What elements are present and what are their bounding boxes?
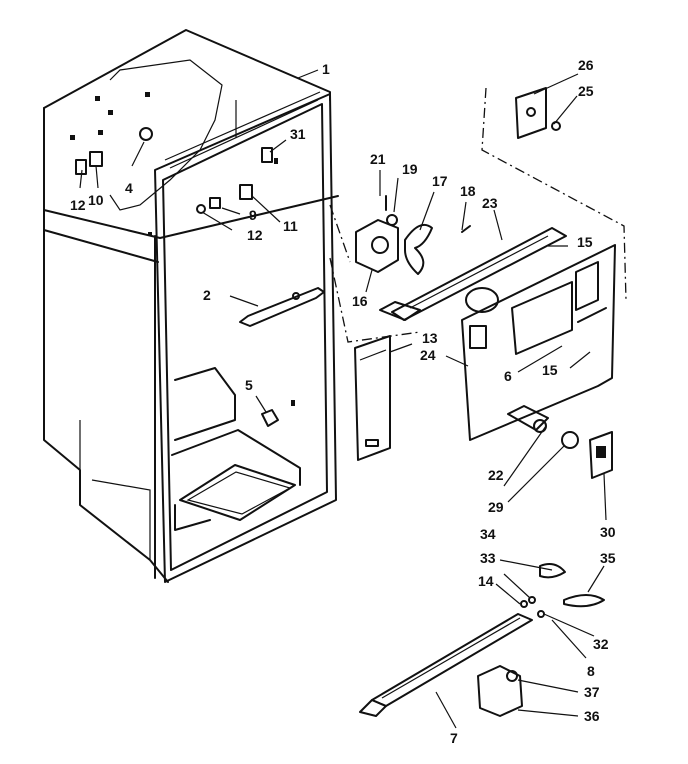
callout-30: 30 [600, 524, 616, 540]
callout-15-lower: 15 [542, 362, 558, 378]
callout-33: 33 [480, 550, 496, 566]
misc-fasteners [507, 405, 613, 618]
callout-11: 11 [283, 218, 298, 234]
callout-15-upper: 15 [577, 234, 593, 250]
callout-31: 31 [290, 126, 306, 142]
callout-24: 24 [420, 347, 436, 363]
callout-13: 13 [422, 330, 438, 346]
evaporator-cover-part-23 [391, 227, 567, 321]
callout-labels: 1 2 4 5 6 7 8 9 10 11 12 12 13 14 15 15 … [70, 57, 616, 746]
callout-10: 10 [88, 192, 104, 208]
callout-29: 29 [488, 499, 504, 515]
callout-12-lower: 12 [247, 227, 263, 243]
leader-lines [79, 69, 607, 729]
drain-trough-part-7 [359, 613, 533, 717]
callout-22: 22 [488, 467, 504, 483]
callout-37: 37 [584, 684, 600, 700]
reference-dashed-lines [329, 87, 627, 343]
callout-21: 21 [370, 151, 386, 167]
light-cover-parts-25-26 [515, 87, 561, 139]
cabinet-liner [43, 29, 339, 583]
back-panel-part-24 [461, 244, 616, 441]
callout-7: 7 [450, 730, 458, 746]
callout-9: 9 [249, 207, 257, 223]
cabinet-hardware [75, 127, 325, 427]
callout-6: 6 [504, 368, 512, 384]
callout-35: 35 [600, 550, 616, 566]
callout-5: 5 [245, 377, 253, 393]
callout-14: 14 [478, 573, 494, 589]
callout-17: 17 [432, 173, 448, 189]
callout-23: 23 [482, 195, 498, 211]
callout-2: 2 [203, 287, 211, 303]
callout-12-upper: 12 [70, 197, 86, 213]
callout-26: 26 [578, 57, 594, 73]
bracket-parts-36-37 [477, 665, 523, 717]
callout-25: 25 [578, 83, 594, 99]
callout-18: 18 [460, 183, 476, 199]
callout-16: 16 [352, 293, 368, 309]
callout-1: 1 [322, 61, 330, 77]
callout-8: 8 [587, 663, 595, 679]
callout-32: 32 [593, 636, 609, 652]
callout-19: 19 [402, 161, 418, 177]
callout-34: 34 [480, 526, 496, 542]
callout-36: 36 [584, 708, 600, 724]
air-duct-part-13 [354, 335, 391, 461]
evaporator-fan-assembly [355, 195, 471, 321]
callout-4: 4 [125, 180, 133, 196]
